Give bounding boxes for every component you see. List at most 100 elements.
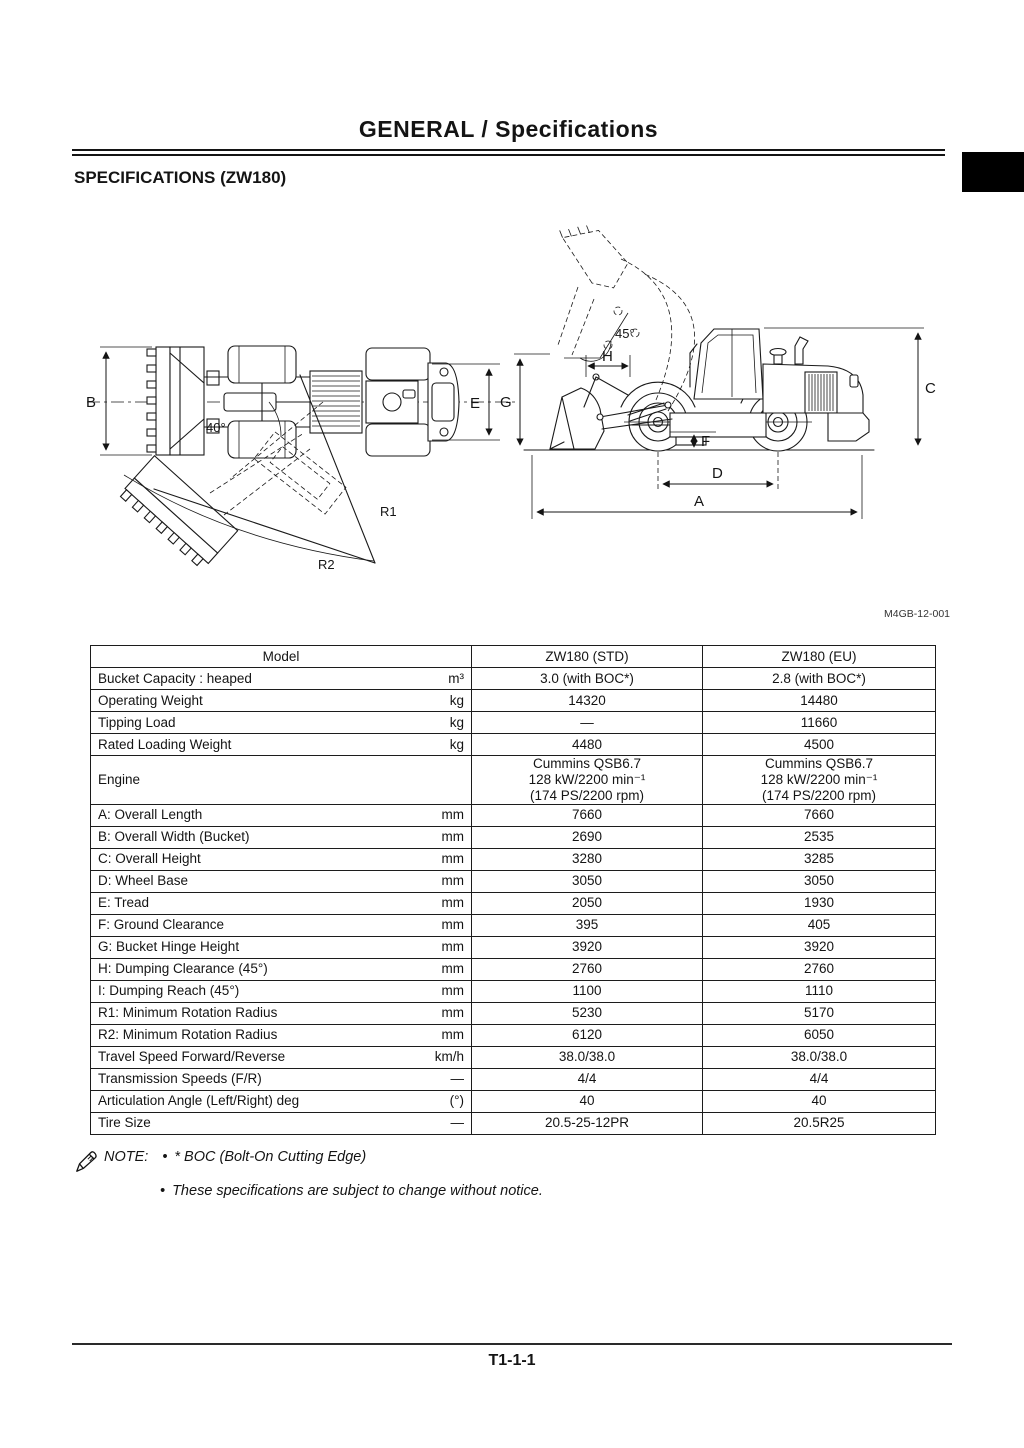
spec-label: D: Wheel Base — [98, 873, 189, 889]
spec-value-eu: 3920 — [702, 935, 936, 959]
spec-label: E: Tread — [98, 895, 150, 911]
dim-label-f: F — [701, 433, 710, 450]
spec-label-cell: D: Wheel Base mm — [90, 869, 472, 893]
cab-side-view — [689, 328, 764, 400]
section-title: SPECIFICATIONS (ZW180) — [74, 168, 287, 187]
cab-platform-top-view — [309, 370, 363, 434]
raised-boom-ghost — [557, 258, 695, 412]
note-line-1: NOTE: • * BOC (Bolt-On Cutting Edge) — [74, 1149, 366, 1174]
spec-label-cell: R2: Minimum Rotation Radius mm — [90, 1023, 472, 1047]
spec-value-eu: 5170 — [702, 1001, 936, 1025]
raised-bucket-ghost — [559, 225, 629, 289]
chassis-side-view — [631, 374, 767, 446]
spec-value-std: 1100 — [471, 979, 703, 1003]
spec-label: Rated Loading Weight — [98, 736, 232, 752]
spec-value-std: 20.5-25-12PR — [471, 1111, 703, 1135]
spec-label-cell: H: Dumping Clearance (45°)mm — [90, 957, 472, 981]
spec-value-eu: 7660 — [702, 803, 936, 827]
bucket-teeth — [146, 348, 157, 453]
spec-unit: mm — [441, 917, 465, 933]
spec-value-std: 2050 — [471, 891, 703, 915]
spec-value-eu: 2.8 (with BOC*) — [702, 667, 936, 690]
exhaust-stack — [794, 336, 809, 365]
note-text-boc: * BOC (Bolt-On Cutting Edge) — [174, 1149, 367, 1165]
bucket-top-view — [146, 346, 205, 456]
spec-value-eu: 6050 — [702, 1023, 936, 1047]
spec-value-std: 6120 — [471, 1023, 703, 1047]
spec-value-std: 2690 — [471, 825, 703, 849]
spec-label-cell: I: Dumping Reach (45°)mm — [90, 979, 472, 1003]
spec-value-eu: 1930 — [702, 891, 936, 915]
spec-label: F: Ground Clearance — [98, 917, 225, 933]
spec-unit: mm — [441, 1027, 465, 1043]
spec-value-eu: 20.5R25 — [702, 1111, 936, 1135]
spec-label: Operating Weight — [98, 692, 203, 708]
spec-value-std: 3.0 (with BOC*) — [471, 667, 703, 690]
note-bullet: • — [160, 1183, 166, 1199]
header-double-rule — [72, 149, 945, 156]
header-zw180-eu: ZW180 (EU) — [702, 645, 936, 668]
spec-label: R2: Minimum Rotation Radius — [98, 1027, 278, 1043]
table-row: Travel Speed Forward/Reverse km/h 38.0/38.… — [90, 1045, 936, 1069]
spec-value-eu: 2535 — [702, 825, 936, 849]
spec-label: C: Overall Height — [98, 851, 201, 867]
footer-page-number: T1-1-1 — [488, 1352, 536, 1369]
spec-value-eu: 11660 — [702, 711, 936, 734]
spec-unit: mm — [441, 873, 465, 889]
dim-label-b: B — [86, 394, 96, 411]
spec-value-std: 3920 — [471, 935, 703, 959]
counterweight — [827, 412, 870, 442]
spec-value-eu: 14480 — [702, 689, 936, 712]
note-bullet: • — [162, 1149, 168, 1165]
dim-label-g: G — [500, 394, 512, 411]
dim-label-40deg: 40° — [206, 420, 226, 435]
dim-label-r2: R2 — [318, 557, 335, 572]
side-view-drawing: 45° H G C F — [500, 225, 936, 519]
spec-value-eu: 405 — [702, 913, 936, 937]
dim-label-a: A — [694, 493, 704, 510]
spec-value-std: 7660 — [471, 803, 703, 827]
note-label: NOTE: — [104, 1149, 149, 1165]
specifications-table: Model ZW180 (STD) ZW180 (EU) Bucket Capa… — [90, 645, 936, 1135]
spec-unit: mm — [441, 895, 465, 911]
header-model: Model — [90, 645, 472, 668]
spec-value-std: 40 — [471, 1089, 703, 1113]
spec-value-std: — — [471, 711, 703, 734]
footer-rule — [72, 1343, 952, 1345]
spec-label: Engine — [98, 771, 141, 787]
spec-label-cell: Tire Size— — [90, 1111, 472, 1135]
spec-unit: mm — [441, 983, 465, 999]
spec-unit: km/h — [434, 1049, 464, 1065]
spec-value-eu: 40 — [702, 1089, 936, 1113]
spec-value-eu: 4/4 — [702, 1067, 936, 1091]
spec-label: Travel Speed Forward/Reverse — [98, 1049, 286, 1065]
spec-value-std: 395 — [471, 913, 703, 937]
dim-label-r1: R1 — [380, 504, 397, 519]
engine-hood-side-view — [762, 336, 870, 442]
spec-value-eu: 4500 — [702, 733, 936, 756]
spec-unit: kg — [449, 736, 464, 752]
spec-value-std: 4/4 — [471, 1067, 703, 1091]
boom-side-view — [583, 373, 673, 430]
spec-value-eu: 38.0/38.0 — [702, 1045, 936, 1069]
spec-label: Tire Size — [98, 1115, 151, 1131]
dimension-diagram: B — [72, 225, 952, 625]
